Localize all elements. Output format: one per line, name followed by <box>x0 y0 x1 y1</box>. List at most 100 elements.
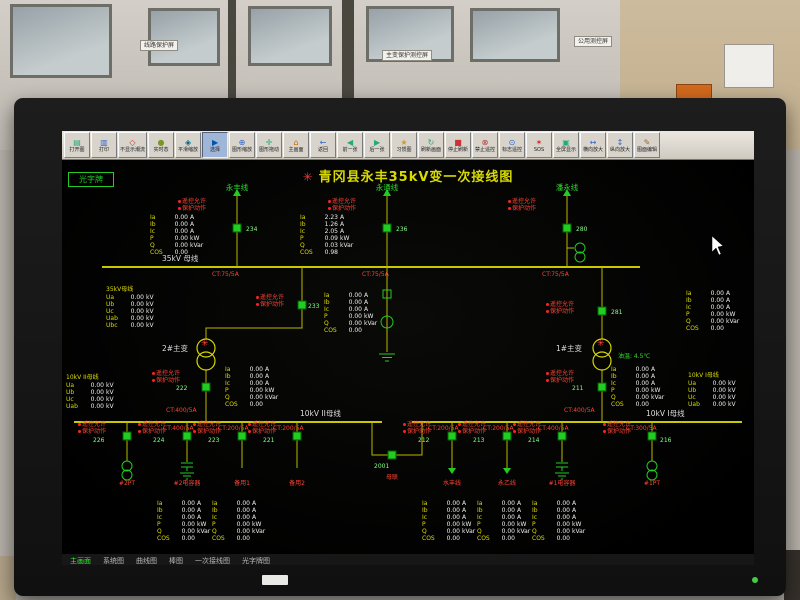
desk-surface <box>0 556 16 600</box>
toolbar-button-no-remote[interactable]: ⊗禁止遥控 <box>472 132 499 158</box>
meas-label: Ib <box>150 221 156 228</box>
toolbar-button-pan[interactable]: ✛图形拖动 <box>256 132 283 158</box>
breaker-2001[interactable] <box>387 450 397 460</box>
toolbar-button-zoom[interactable]: ⊕图形缩放 <box>229 132 256 158</box>
breaker-214[interactable] <box>557 431 567 441</box>
meas-label: Q <box>532 528 537 535</box>
breaker-221[interactable] <box>292 431 302 441</box>
alarm-dot-icon <box>256 303 259 306</box>
ct-214: CT:400/5A <box>538 425 569 432</box>
meas-value: 0.00 <box>710 297 724 304</box>
breaker-216[interactable] <box>647 431 657 441</box>
pt2-icon <box>121 469 133 481</box>
tab-2[interactable]: 曲线图 <box>136 557 157 565</box>
tab-1[interactable]: 系统图 <box>103 557 124 565</box>
t1-label: 1#主变 <box>556 344 583 353</box>
meas-value: 0.00 <box>556 528 570 535</box>
main-transformer-symbols <box>196 338 612 371</box>
breaker-213[interactable] <box>502 431 512 441</box>
breaker-236[interactable] <box>382 223 392 233</box>
toolbar-button-powerflow[interactable]: ◇不显示潮流 <box>118 132 148 158</box>
toolbar-button-back[interactable]: ←返回 <box>310 132 337 158</box>
breaker-223[interactable] <box>237 431 247 441</box>
status-line: 保护动作 <box>328 205 356 212</box>
toolbar-button-select[interactable]: ▶选择 <box>202 132 229 158</box>
feeder-yongtong-name: 永通线 <box>375 183 399 192</box>
toolbar-button-v-zoom[interactable]: ↕纵向放大 <box>607 132 634 158</box>
breaker-233[interactable] <box>297 300 307 310</box>
zoom-icon: ⊕ <box>238 137 246 147</box>
alarm-indicator-button[interactable]: 光字牌 <box>68 172 114 187</box>
toolbar-button-label: 禁止遥控 <box>475 146 496 153</box>
breaker-211[interactable] <box>597 382 607 392</box>
toolbar-button-next[interactable]: ▶后一张 <box>364 132 391 158</box>
toolbar-button-edit[interactable]: ✎图面编辑 <box>634 132 661 158</box>
toolbar-button-sos[interactable]: ✶SOS <box>526 132 553 158</box>
volt-value: 0.00 <box>130 308 144 315</box>
cabinet-label: 主变保护测控屏 <box>382 50 433 61</box>
meas-label: Ia <box>422 500 428 507</box>
tab-3[interactable]: 棒图 <box>169 557 183 565</box>
meas-value: 0.00 <box>174 235 188 242</box>
meas-value: 0.00 <box>249 373 263 380</box>
breaker-226[interactable] <box>122 431 132 441</box>
tab-5[interactable]: 光字牌图 <box>242 557 270 565</box>
breaker-234[interactable] <box>232 223 242 233</box>
toolbar-button-favorite[interactable]: ★习惯图 <box>391 132 418 158</box>
tab-4[interactable]: 一次接线图 <box>195 557 230 565</box>
toolbar-button-h-zoom[interactable]: ↔横向放大 <box>580 132 607 158</box>
status-line: 保护动作 <box>152 377 180 384</box>
toolbar-button-realtime[interactable]: ●实时态 <box>148 132 175 158</box>
status-text: 遥控允许 <box>182 198 207 205</box>
status-line: 遥控允许 <box>193 421 221 428</box>
meas-value: 0.00 <box>236 507 250 514</box>
alarm-dot-icon <box>178 200 181 203</box>
breaker-222[interactable] <box>201 382 211 392</box>
toolbar-button-stop-refresh[interactable]: ■停止刷新 <box>445 132 472 158</box>
feeder-yongfeng-name: 永丰线 <box>225 183 249 192</box>
toolbar-button-home[interactable]: ⌂主画面 <box>283 132 310 158</box>
breaker-280[interactable] <box>562 223 572 233</box>
meas-unit: A <box>651 380 656 387</box>
meas-value: 0.00 <box>501 528 515 535</box>
breaker-281[interactable] <box>597 306 607 316</box>
toolbar-button-open[interactable]: ▤打开图 <box>64 132 90 158</box>
brk-281: 281 <box>611 309 623 316</box>
toolbar-button-smooth-zoom[interactable]: ◈平滑缩放 <box>175 132 202 158</box>
tab-0[interactable]: 主画面 <box>70 557 91 565</box>
toolbar-button-print[interactable]: ▥打印 <box>91 132 117 158</box>
breaker-224[interactable] <box>182 431 192 441</box>
meas-value: 0.98 <box>324 249 338 256</box>
meas-unit: kW <box>252 521 262 528</box>
remote-status-labels: 遥控允许保护动作 <box>603 421 631 435</box>
status-line: 遥控允许 <box>78 421 106 428</box>
toolbar-button-label: 全屏显示 <box>556 146 577 153</box>
meas-label: Ic <box>212 514 218 521</box>
toolbar-button-refresh[interactable]: ↻刷新画面 <box>418 132 445 158</box>
t1-star: ✳ <box>597 339 605 349</box>
meas-value: 0.00 <box>556 521 570 528</box>
toolbar-button-prev[interactable]: ◀前一张 <box>337 132 364 158</box>
breaker-212[interactable] <box>447 431 457 441</box>
status-text: 遥控允许 <box>550 370 575 377</box>
voltage-block-title: 10kV II母线 <box>66 374 99 381</box>
volt-unit: kV <box>106 396 114 403</box>
meas-label: COS <box>686 325 699 332</box>
cabinet-label: 公用测控屏 <box>574 36 613 47</box>
toolbar-button-fullscreen[interactable]: ▣全屏显示 <box>553 132 580 158</box>
toolbar-button-mark-remote[interactable]: ⊙标志遥控 <box>499 132 526 158</box>
